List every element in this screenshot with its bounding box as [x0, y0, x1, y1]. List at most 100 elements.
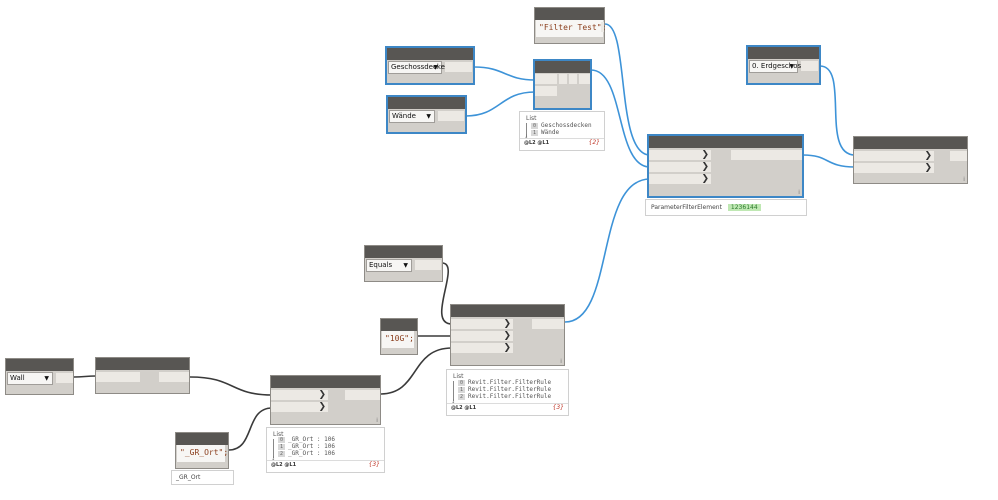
node-header[interactable] — [176, 433, 228, 445]
node-header[interactable] — [854, 137, 967, 149]
rule-type-node-equals[interactable]: Equals ▼ — [364, 245, 443, 282]
add-filter-node[interactable]: ❯ ❯ ⁞ — [853, 136, 968, 184]
input-port-element[interactable]: ❯ — [271, 390, 328, 401]
chevron-down-icon: ▼ — [44, 375, 49, 382]
input-port-categories[interactable]: ❯ — [649, 162, 711, 173]
view-dropdown[interactable]: 0. Erdgeschoss ▼ — [749, 60, 805, 73]
parameter-filter-node[interactable]: ❯ ❯ ❯ ⁞ — [648, 135, 803, 197]
code-block-filter-test[interactable]: "Filter Test"; — [534, 7, 606, 44]
node-header[interactable] — [535, 8, 604, 20]
input-port-element-type[interactable] — [96, 372, 140, 383]
input-port-view[interactable]: ❯ — [854, 151, 934, 162]
parameter-node-gr-ort[interactable]: ❯ ❯ ⁞ — [270, 375, 381, 425]
category-node-geschossdecken[interactable]: Geschossdecken ▼ — [386, 47, 474, 84]
code-text[interactable]: "10G"; — [382, 331, 414, 348]
output-port[interactable] — [438, 111, 464, 121]
chevron-down-icon: ▼ — [426, 113, 431, 120]
node-header[interactable] — [748, 47, 819, 59]
chevron-right-icon: ❯ — [503, 319, 511, 329]
chevron-right-icon: ❯ — [701, 162, 709, 172]
node-header[interactable] — [271, 376, 380, 388]
tree-arrow-icon: ↓ — [524, 134, 529, 140]
preview-title: List — [526, 115, 537, 122]
wire-filter-rules-to-parameter-filter — [564, 178, 651, 323]
wire-filter-test-to-parameter-filter — [604, 23, 651, 156]
node-resize-icon: ⁞ — [798, 189, 800, 196]
output-port[interactable] — [731, 150, 802, 160]
dropdown-value: Geschossdecken — [391, 63, 450, 71]
output-port[interactable] — [950, 151, 967, 161]
chevron-right-icon: ❯ — [701, 150, 709, 160]
code-text[interactable]: "_GR_Ort"; — [177, 445, 228, 462]
input-port-rules[interactable]: ❯ — [649, 174, 711, 185]
input-port-item1[interactable] — [535, 86, 557, 97]
output-port[interactable] — [801, 61, 818, 71]
output-port[interactable] — [159, 372, 189, 382]
node-header[interactable] — [535, 61, 590, 73]
node-header[interactable] — [451, 305, 564, 317]
input-port-parameter[interactable]: ❯ — [451, 343, 513, 354]
output-port[interactable] — [345, 390, 380, 400]
preview-label: ParameterFilterElement — [651, 204, 722, 211]
node-header[interactable] — [365, 246, 442, 258]
node-header[interactable] — [649, 136, 802, 148]
gr-ort-code-preview: _GR_Ort — [171, 470, 234, 485]
list-item: 0_GR_Ort : 106 — [278, 436, 335, 443]
element-type-node-wall[interactable]: Wall ▼ — [5, 358, 74, 395]
node-header[interactable] — [387, 48, 473, 60]
output-port[interactable] — [579, 74, 590, 84]
item-count: {2} — [588, 139, 600, 146]
tree-line — [526, 123, 527, 137]
node-resize-icon: ⁞ — [376, 417, 378, 424]
preview-footer: @L2 @L1 {3} — [267, 460, 384, 472]
all-elements-of-type-node[interactable] — [95, 357, 190, 394]
filter-rule-node[interactable]: ❯ ❯ ❯ ⁞ — [450, 304, 565, 366]
output-port[interactable] — [56, 373, 73, 383]
chevron-right-icon: ❯ — [924, 151, 932, 161]
gr-ort-values-preview: List ↓ 0_GR_Ort : 106 1_GR_Ort : 106 2_G… — [266, 427, 385, 473]
node-header[interactable] — [381, 319, 417, 331]
input-port-item0[interactable] — [535, 74, 557, 85]
input-port-filter[interactable]: ❯ — [854, 163, 934, 174]
element-id-badge[interactable]: 1236144 — [727, 204, 761, 211]
wire-parameter-filter-to-final — [802, 154, 856, 168]
preview-title: List — [273, 431, 284, 438]
code-block-gr-ort[interactable]: "_GR_Ort"; — [175, 432, 229, 469]
output-port[interactable] — [532, 319, 564, 329]
tree-arrow-icon: ↓ — [271, 456, 276, 462]
input-port-value[interactable]: ❯ — [451, 331, 513, 342]
dropdown-value: Wall — [10, 374, 25, 382]
input-port-parameter-name[interactable]: ❯ — [271, 402, 328, 413]
remove-port-button[interactable] — [569, 74, 577, 84]
view-node-erdgeschoss[interactable]: 0. Erdgeschoss ▼ — [747, 46, 820, 84]
item-count: {3} — [368, 461, 380, 468]
add-port-button[interactable] — [559, 74, 567, 84]
node-header[interactable] — [96, 358, 189, 370]
output-port[interactable] — [445, 62, 472, 72]
output-port[interactable] — [601, 22, 604, 32]
output-port[interactable] — [415, 260, 441, 270]
preview-title: List — [453, 373, 464, 380]
element-type-dropdown[interactable]: Wall ▼ — [7, 372, 53, 385]
node-header[interactable] — [6, 359, 73, 371]
code-block-10g[interactable]: "10G"; — [380, 318, 418, 355]
list-item: 1_GR_Ort : 106 — [278, 443, 335, 450]
preview-footer: @L2 @L1 {2} — [520, 138, 604, 150]
preview-footer: @L2 @L1 {3} — [447, 403, 568, 415]
rule-type-dropdown[interactable]: Equals ▼ — [366, 259, 412, 272]
list-create-node[interactable] — [534, 60, 591, 109]
chevron-right-icon: ❯ — [318, 402, 326, 412]
input-port-name[interactable]: ❯ — [649, 150, 711, 161]
node-resize-icon: ⁞ — [560, 358, 562, 365]
category-node-waende[interactable]: Wände ▼ — [387, 96, 466, 133]
input-port-rule-type[interactable]: ❯ — [451, 319, 513, 330]
node-header[interactable] — [388, 97, 465, 109]
chevron-right-icon: ❯ — [701, 174, 709, 184]
code-text[interactable]: "Filter Test"; — [536, 20, 606, 37]
category-dropdown[interactable]: Wände ▼ — [389, 110, 435, 123]
wire-geschossdecken-to-list — [473, 66, 536, 81]
category-dropdown[interactable]: Geschossdecken ▼ — [388, 61, 449, 74]
